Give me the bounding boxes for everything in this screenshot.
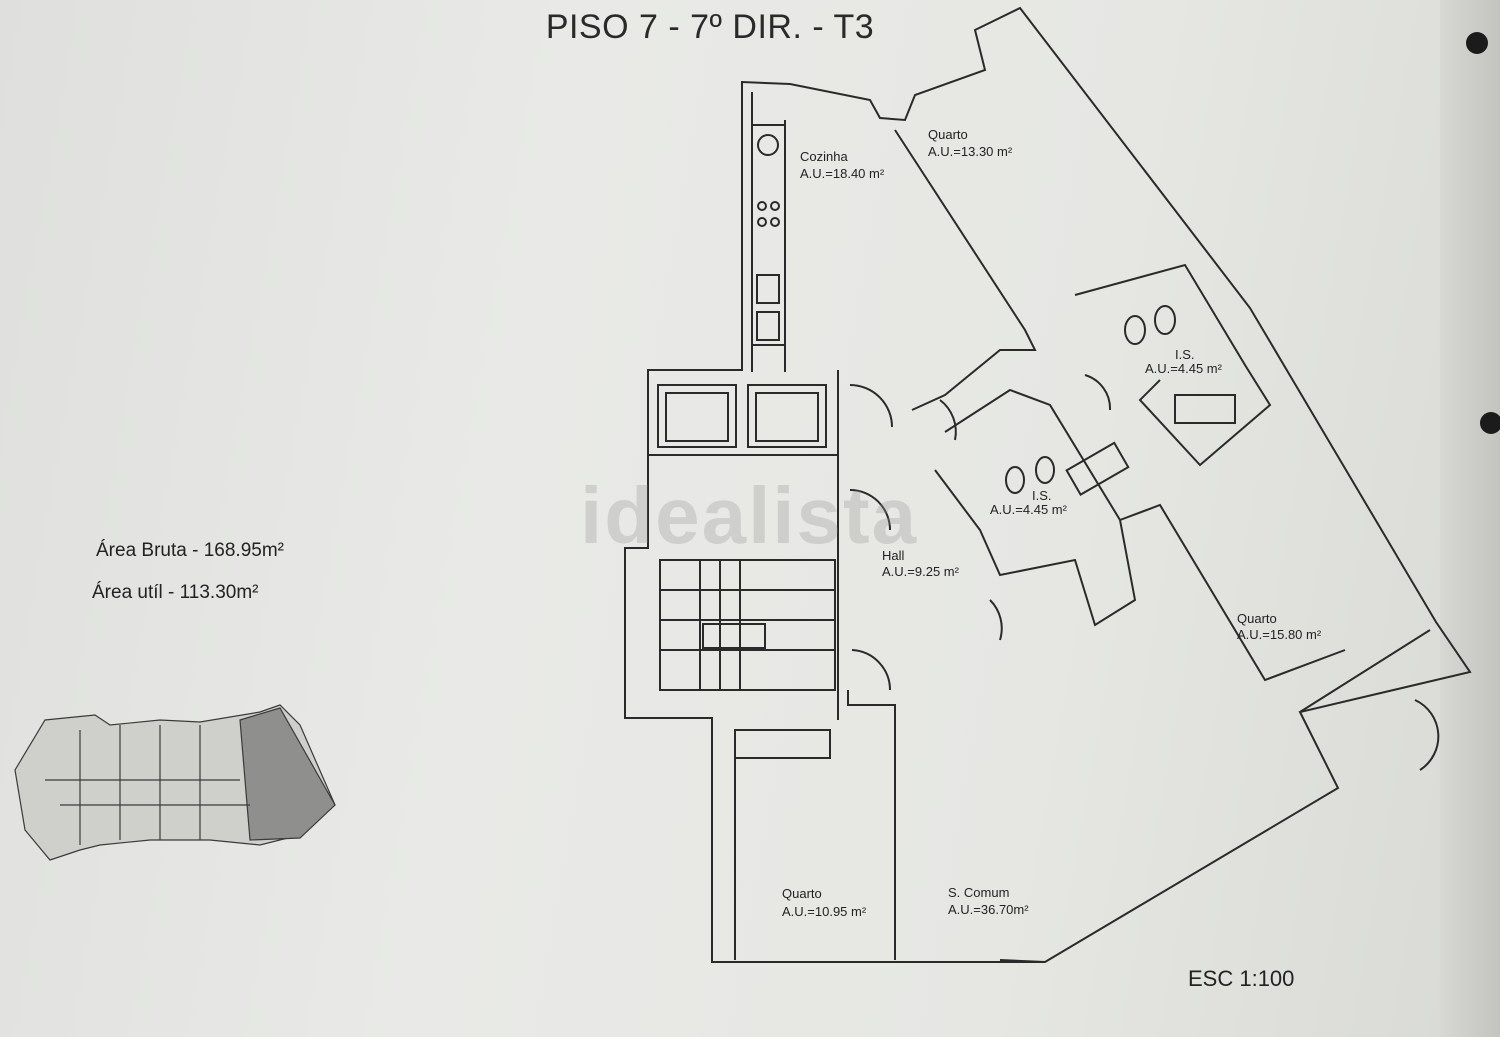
sink-icon: [757, 134, 779, 156]
plan-title: PISO 7 - 7º DIR. - T3: [545, 8, 875, 46]
room-area-bath-2: A.U.=4.45 m²: [990, 502, 1068, 517]
room-area-bedroom-2: A.U.=15.80 m²: [1237, 627, 1322, 642]
door-swing: [849, 384, 893, 428]
room-area-hall: A.U.=9.25 m²: [882, 564, 960, 579]
elevator-shaft: [657, 384, 737, 448]
scale-label: ESC 1:100: [1188, 966, 1295, 991]
room-name-kitchen: Cozinha: [800, 149, 848, 164]
bathtub-icon: [1065, 441, 1130, 496]
paper-edge: [1440, 0, 1500, 1037]
elevator-shaft: [747, 384, 827, 448]
room-name-hall: Hall: [882, 548, 905, 563]
bathtub-icon: [1174, 394, 1236, 424]
binder-hole: [1466, 32, 1488, 54]
room-area-living: A.U.=36.70m²: [948, 902, 1029, 917]
balcony-curve: [1414, 699, 1440, 771]
room-name-living: S. Comum: [948, 885, 1009, 900]
door-swing: [1084, 374, 1112, 411]
toilet-icon: [1005, 466, 1025, 494]
binder-hole: [1480, 412, 1500, 434]
toilet-icon: [1035, 456, 1055, 484]
room-area-bedroom-1: A.U.=13.30 m²: [928, 144, 1013, 159]
door-swing: [989, 599, 1003, 641]
room-name-bath-1: I.S.: [1175, 347, 1195, 362]
room-name-bedroom-1: Quarto: [928, 127, 968, 142]
door-swing: [849, 489, 891, 531]
useful-area: Área utíl - 113.30m²: [92, 582, 259, 603]
gross-area: Área Bruta - 168.95m²: [96, 540, 284, 561]
staircase: [659, 559, 836, 691]
door-swing: [939, 399, 957, 441]
toilet-icon: [1124, 315, 1146, 345]
room-area-kitchen: A.U.=18.40 m²: [800, 166, 885, 181]
room-name-bedroom-2: Quarto: [1237, 611, 1277, 626]
room-area-bath-1: A.U.=4.45 m²: [1145, 361, 1223, 376]
outer-wall: [624, 6, 1472, 963]
toilet-icon: [1154, 305, 1176, 335]
room-name-bath-2: I.S.: [1032, 488, 1052, 503]
watermark: idealista: [580, 471, 919, 560]
room-name-bedroom-3: Quarto: [782, 886, 822, 901]
room-area-bedroom-3: A.U.=10.95 m²: [782, 904, 867, 919]
key-plan: [14, 704, 336, 861]
kitchen-counter: [751, 124, 786, 346]
door-swing: [851, 649, 892, 691]
